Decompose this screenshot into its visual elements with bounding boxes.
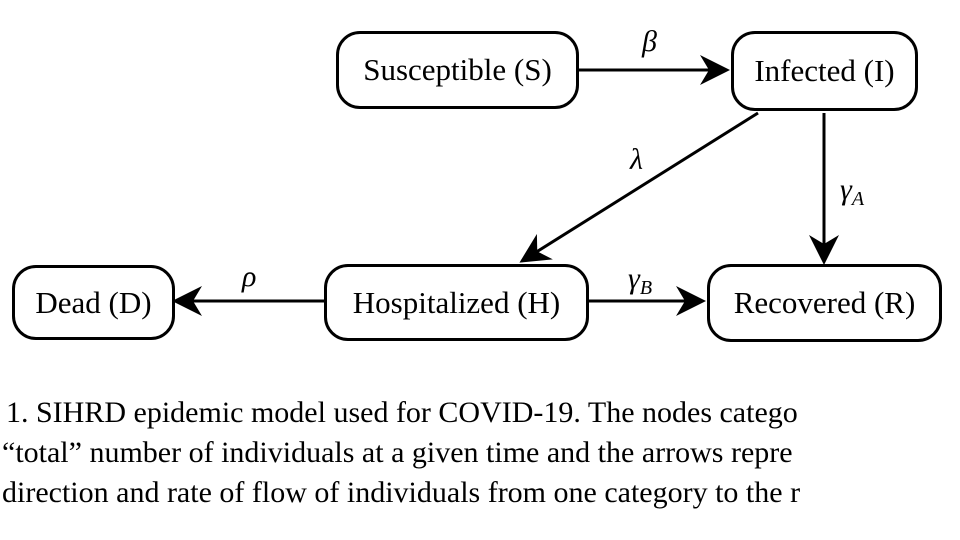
gamma-b-symbol: γ <box>628 262 640 295</box>
node-recovered: Recovered (R) <box>707 264 942 342</box>
rate-label-beta: β <box>642 25 657 58</box>
rate-label-gamma-a: γA <box>840 173 865 210</box>
node-hospitalized: Hospitalized (H) <box>324 264 589 341</box>
caption-line-1: 1. SIHRD epidemic model used for COVID-1… <box>6 396 798 429</box>
gamma-a-symbol: γ <box>840 173 852 206</box>
gamma-a-subscript: A <box>851 188 865 210</box>
rate-label-gamma-b: γB <box>628 262 653 299</box>
node-infected: Infected (I) <box>731 31 918 111</box>
rate-label-rho: ρ <box>242 260 257 293</box>
caption-line-3: direction and rate of flow of individual… <box>2 476 801 509</box>
gamma-b-subscript: B <box>639 277 653 299</box>
rate-label-lambda: λ <box>630 143 643 176</box>
caption-line-2: “total” number of individuals at a given… <box>2 436 793 469</box>
node-dead: Dead (D) <box>12 265 175 340</box>
arrow-i-to-h <box>519 111 759 263</box>
node-susceptible: Susceptible (S) <box>336 31 579 109</box>
